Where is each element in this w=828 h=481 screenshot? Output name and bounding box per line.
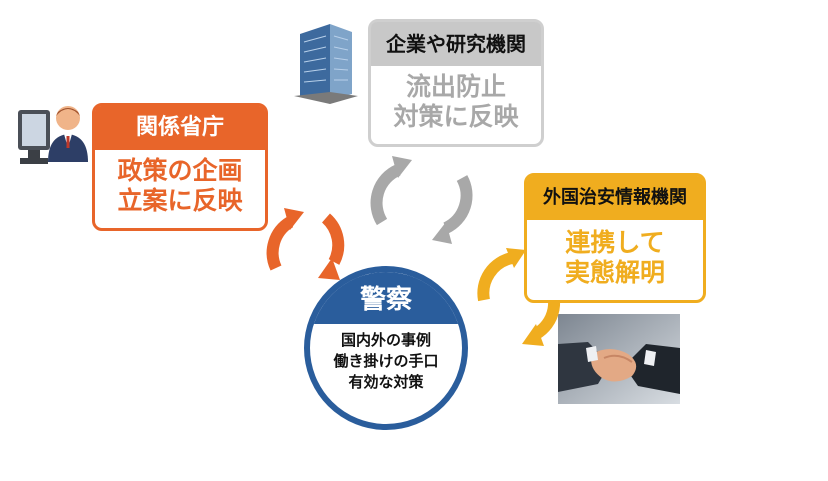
police-line: 働き掛けの手口 xyxy=(310,351,462,372)
police-circle: 警察 国内外の事例 働き掛けの手口 有効な対策 xyxy=(304,266,468,430)
orange-cycle-arrows xyxy=(273,218,339,268)
foreign-agency-line: 連携して xyxy=(527,228,703,258)
ministry-box: 関係省庁 政策の企画 立案に反映 xyxy=(92,103,268,231)
foreign-agency-box: 外国治安情報機関 連携して 実態解明 xyxy=(524,173,706,303)
ministry-body: 政策の企画 立案に反映 xyxy=(95,156,265,216)
research-box: 企業や研究機関 流出防止 対策に反映 xyxy=(368,19,544,147)
ministry-line: 政策の企画 xyxy=(95,156,265,186)
police-title: 警察 xyxy=(310,272,462,324)
police-line: 有効な対策 xyxy=(310,372,462,393)
foreign-agency-title: 外国治安情報機関 xyxy=(527,176,703,220)
research-line: 対策に反映 xyxy=(371,102,541,132)
ministry-line: 立案に反映 xyxy=(95,186,265,216)
research-body: 流出防止 対策に反映 xyxy=(371,72,541,132)
research-line: 流出防止 xyxy=(371,72,541,102)
police-body: 国内外の事例 働き掛けの手口 有効な対策 xyxy=(310,330,462,393)
police-line: 国内外の事例 xyxy=(310,330,462,351)
foreign-agency-body: 連携して 実態解明 xyxy=(527,228,703,288)
foreign-agency-line: 実態解明 xyxy=(527,258,703,288)
ministry-title: 関係省庁 xyxy=(95,106,265,150)
research-title: 企業や研究機関 xyxy=(371,22,541,66)
gray-cycle-arrows xyxy=(377,170,467,228)
